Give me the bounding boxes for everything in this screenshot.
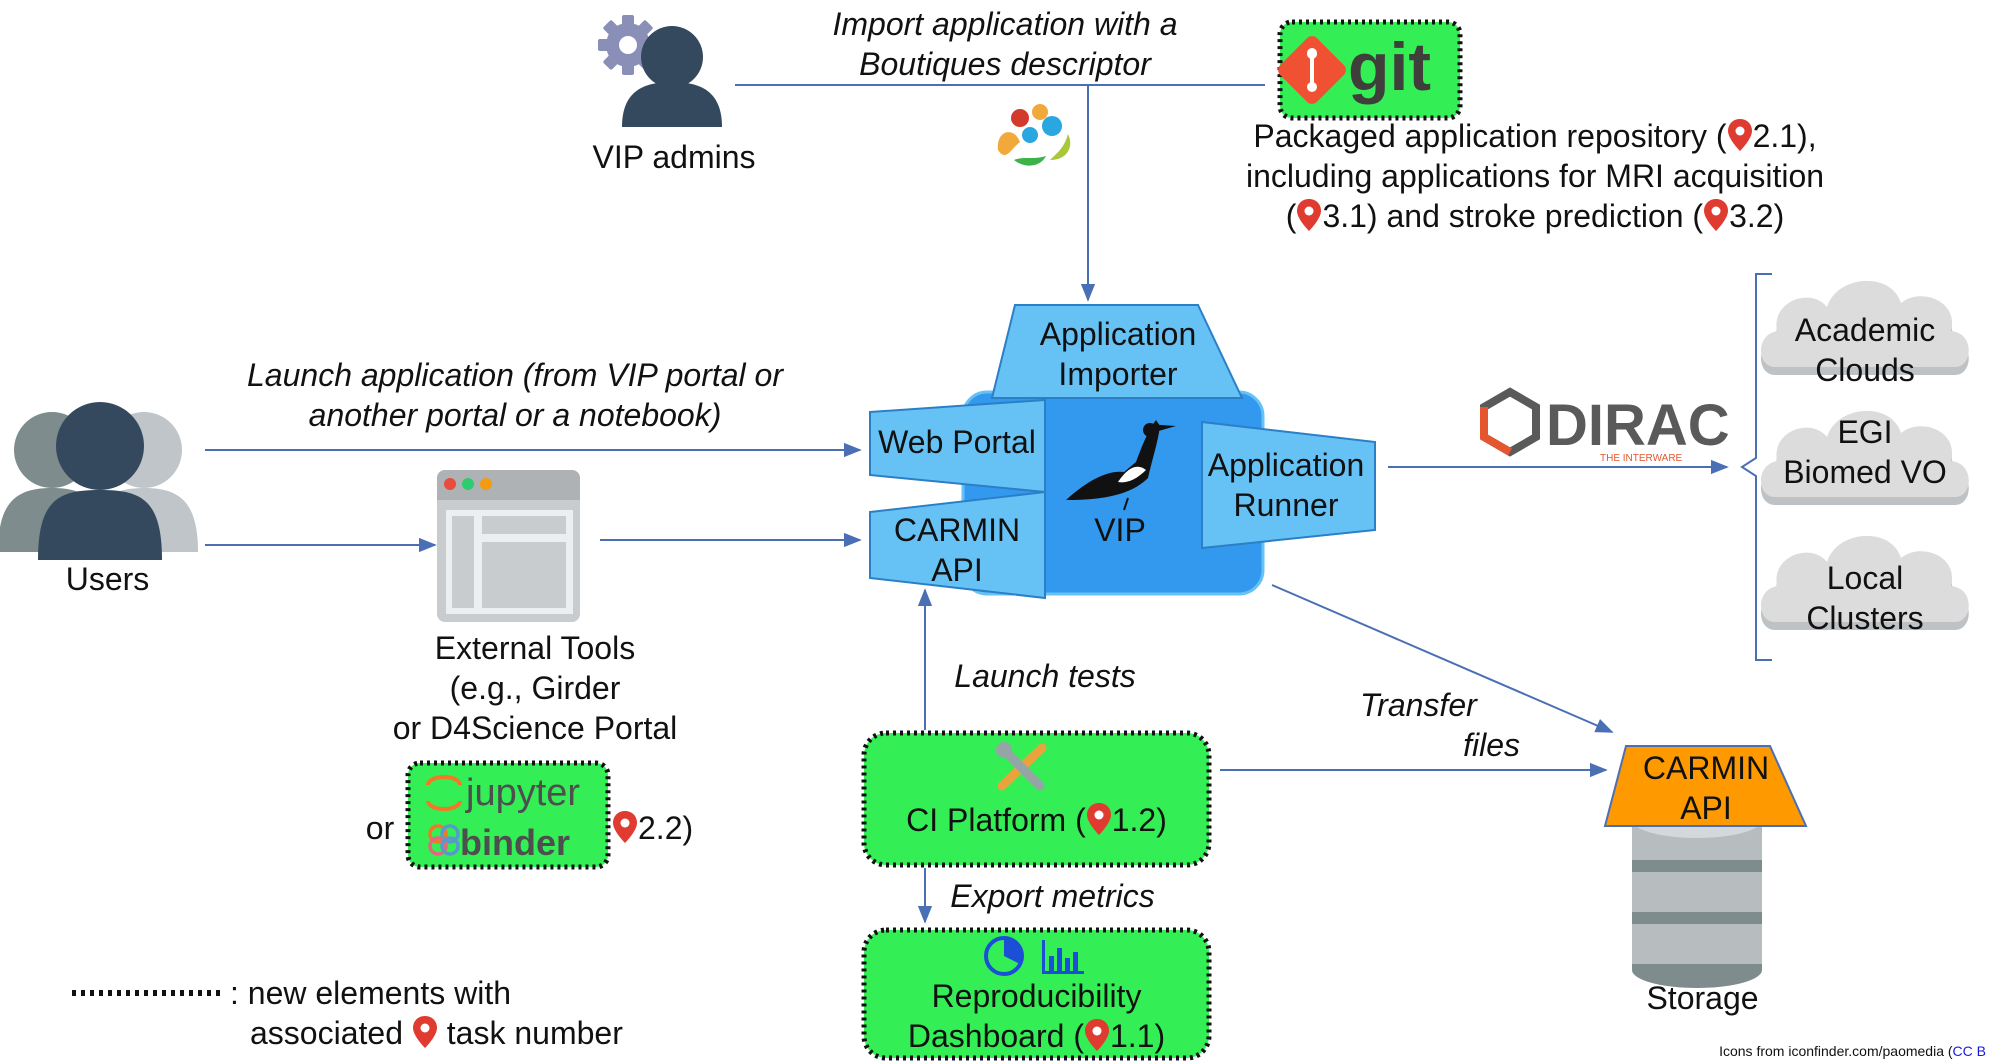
import-label-line2: Boutiques descriptor xyxy=(859,46,1151,82)
application-runner-label: Application Runner xyxy=(1207,447,1365,523)
binder-logo-icon xyxy=(428,824,460,856)
task-pin-icon xyxy=(1086,802,1112,836)
vip-label: VIP xyxy=(1094,512,1146,548)
application-runner-shape xyxy=(1201,420,1376,550)
icon-credit-link[interactable]: CC B xyxy=(1952,1043,1986,1059)
carmin-api-shape xyxy=(869,490,1046,600)
boutiques-logo-icon xyxy=(997,104,1071,166)
task-pin-icon xyxy=(1084,1018,1110,1052)
tools-icon xyxy=(996,742,1047,791)
transfer-files-label: Transfer files xyxy=(1360,687,1520,763)
magpie-logo-icon xyxy=(1066,420,1176,511)
export-metrics-label: Export metrics xyxy=(950,878,1155,914)
arrow-vip-to-storage xyxy=(1271,584,1614,733)
git-logo-icon xyxy=(1278,36,1346,104)
admin-user-icon xyxy=(622,26,722,127)
dirac-logo-icon xyxy=(1480,387,1540,457)
dirac-text: DIRAC xyxy=(1546,393,1730,458)
task-pin-icon xyxy=(1296,198,1322,232)
or-label: or xyxy=(365,810,395,846)
git-text: git xyxy=(1348,29,1431,105)
task-pin-icon xyxy=(612,810,638,844)
storage-carmin-api-shape xyxy=(1603,745,1808,827)
dashboard-label: Reproducibility Dashboard (1.1) xyxy=(907,978,1166,1054)
launch-tests-label: Launch tests xyxy=(954,658,1136,694)
jupyter-task-label: 2.2) xyxy=(612,808,712,848)
ci-platform-box xyxy=(861,730,1212,868)
dashboard-box xyxy=(861,927,1212,1061)
legend-label: : new elements with associated task numb… xyxy=(230,975,623,1051)
pie-chart-icon xyxy=(984,936,1024,976)
users-label: Users xyxy=(65,561,150,597)
storage-label: Storage xyxy=(1646,980,1759,1016)
jupyter-logo-icon xyxy=(426,775,462,811)
task-pin-icon xyxy=(1703,198,1729,232)
dirac-tagline: THE INTERWARE xyxy=(1600,453,1683,464)
binder-text: binder xyxy=(460,822,570,863)
external-tools-label: External Tools (e.g., Girder or D4Scienc… xyxy=(392,630,678,746)
icon-credit: Icons from iconfinder.com/paomedia (CC B xyxy=(1719,1043,1986,1059)
carmin-api-label: CARMIN API xyxy=(893,512,1021,588)
users-icon xyxy=(0,402,198,560)
bar-chart-icon xyxy=(1042,940,1084,974)
launch-application-label: Launch application (from VIP portal or a… xyxy=(247,357,783,433)
storage-carmin-api-label: CARMIN API xyxy=(1642,750,1770,826)
gear-icon xyxy=(598,15,658,75)
cloud-local-label: Local Clusters xyxy=(1806,560,1924,636)
web-portal-label: Web Portal xyxy=(878,424,1036,460)
browser-window-icon xyxy=(437,470,580,622)
import-label-line1: Import application with a xyxy=(832,6,1178,42)
cloud-egi-label: EGI Biomed VO xyxy=(1783,414,1947,490)
repo-label: Packaged application repository (2.1), i… xyxy=(1245,118,1825,234)
jupyter-text: jupyter xyxy=(465,772,580,814)
cloud-brace xyxy=(1740,273,1772,661)
storage-database-icon xyxy=(1632,802,1762,988)
import-label: Import application with a Boutiques desc… xyxy=(780,4,1230,84)
vip-admins-label: VIP admins xyxy=(592,139,756,175)
application-importer-shape xyxy=(990,304,1244,399)
arrow-import xyxy=(735,84,1265,302)
task-pin-icon xyxy=(412,1015,438,1049)
application-importer-label: Application Importer xyxy=(1039,316,1197,392)
task-pin-icon xyxy=(1727,118,1753,152)
ci-platform-label: CI Platform (1.2) xyxy=(906,802,1167,838)
cloud-academic-label: Academic Clouds xyxy=(1794,312,1936,388)
